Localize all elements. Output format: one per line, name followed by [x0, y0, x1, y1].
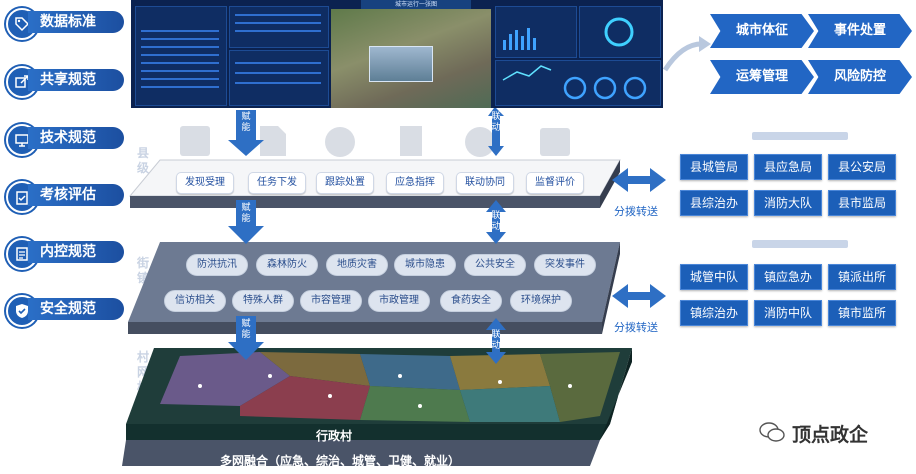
- street-item: 环境保护: [510, 290, 572, 312]
- street-item: 防洪抗汛: [186, 254, 248, 276]
- street-depts-heading: [752, 240, 848, 248]
- county-dept: 县城管局: [680, 154, 748, 180]
- street-item: 特殊人群: [232, 290, 294, 312]
- standard-item-control: 内控规范: [6, 238, 124, 270]
- standard-label: 安全规范: [28, 298, 124, 320]
- county-function: 任务下发: [248, 172, 306, 194]
- county-function: 发现受理: [176, 172, 234, 194]
- county-function: 跟踪处置: [316, 172, 374, 194]
- county-dept: 县公安局: [828, 154, 896, 180]
- multi-network-label: 多网融合（应急、综治、城管、卫健、就业）: [220, 454, 461, 468]
- standard-item-tech: 技术规范: [6, 124, 124, 156]
- standard-item-share: 共享规范: [6, 66, 124, 98]
- dispatch-label: 分拨转送: [614, 321, 658, 334]
- dashboard-left-panel-3: [229, 50, 329, 106]
- dispatch-label: 分拨转送: [614, 205, 658, 218]
- street-item: 食药安全: [440, 290, 502, 312]
- village-label: 行政村: [316, 429, 353, 443]
- dashboard-title: 城市运行一张图: [361, 0, 471, 9]
- standard-item-data: 数据标准: [6, 8, 124, 40]
- county-depts-heading: [752, 132, 848, 140]
- standard-label: 考核评估: [28, 184, 124, 206]
- street-dept: 镇派出所: [828, 264, 896, 290]
- standard-label: 技术规范: [28, 127, 124, 149]
- street-dept: 消防中队: [754, 300, 822, 326]
- linkage-label: 联动: [491, 330, 501, 351]
- county-dept: 消防大队: [754, 190, 822, 216]
- street-item: 地质灾害: [326, 254, 388, 276]
- street-item: 森林防火: [256, 254, 318, 276]
- curved-arrow-icon: [663, 36, 711, 72]
- dashboard-right-panel-2: [579, 6, 661, 58]
- dashboard-screenshot: 城市运行一张图: [131, 0, 663, 108]
- standard-label: 共享规范: [28, 69, 124, 91]
- county-function: 应急指挥: [386, 172, 444, 194]
- street-item: 公共安全: [464, 254, 526, 276]
- street-dept: 镇应急办: [754, 264, 822, 290]
- watermark-text: 顶点政企: [792, 424, 869, 446]
- dashboard-widgets: [141, 14, 647, 100]
- empower-label: 赋能: [241, 203, 251, 224]
- function-icons-row: [180, 126, 570, 157]
- chevron-event-handling: 事件处置: [808, 14, 912, 48]
- county-dept: 县应急局: [754, 154, 822, 180]
- grid-map-slab: [122, 348, 632, 466]
- dashboard-left-panel-2: [229, 6, 329, 48]
- street-item: 市容管理: [300, 290, 362, 312]
- dashboard-right-panel: [495, 6, 577, 58]
- chevron-risk-control: 风险防控: [808, 60, 912, 94]
- street-dept: 镇市监所: [828, 300, 896, 326]
- street-item: 城市隐患: [394, 254, 456, 276]
- empower-label: 赋能: [241, 112, 251, 133]
- dashboard-photo: [369, 46, 433, 82]
- standard-item-assess: 考核评估: [6, 181, 124, 213]
- standard-label: 内控规范: [28, 241, 124, 263]
- chevron-operation-mgmt: 运筹管理: [710, 60, 814, 94]
- county-dept: 县综治办: [680, 190, 748, 216]
- county-layer-label: 县级: [137, 146, 150, 175]
- street-item: 信访相关: [164, 290, 226, 312]
- street-item: 突发事件: [534, 254, 596, 276]
- linkage-label: 联动: [491, 211, 501, 232]
- standard-label: 数据标准: [28, 11, 124, 33]
- street-dept: 城管中队: [680, 264, 748, 290]
- empower-label: 赋能: [241, 319, 251, 340]
- county-function: 监督评价: [526, 172, 584, 194]
- street-item: 市政管理: [368, 290, 430, 312]
- street-dept: 镇综治办: [680, 300, 748, 326]
- linkage-label: 联动: [491, 112, 501, 133]
- county-function: 联动协同: [456, 172, 514, 194]
- chevron-city-sign: 城市体征: [710, 14, 814, 48]
- standard-item-security: 安全规范: [6, 295, 124, 327]
- county-dept: 县市监局: [828, 190, 896, 216]
- wechat-icon: [759, 422, 785, 442]
